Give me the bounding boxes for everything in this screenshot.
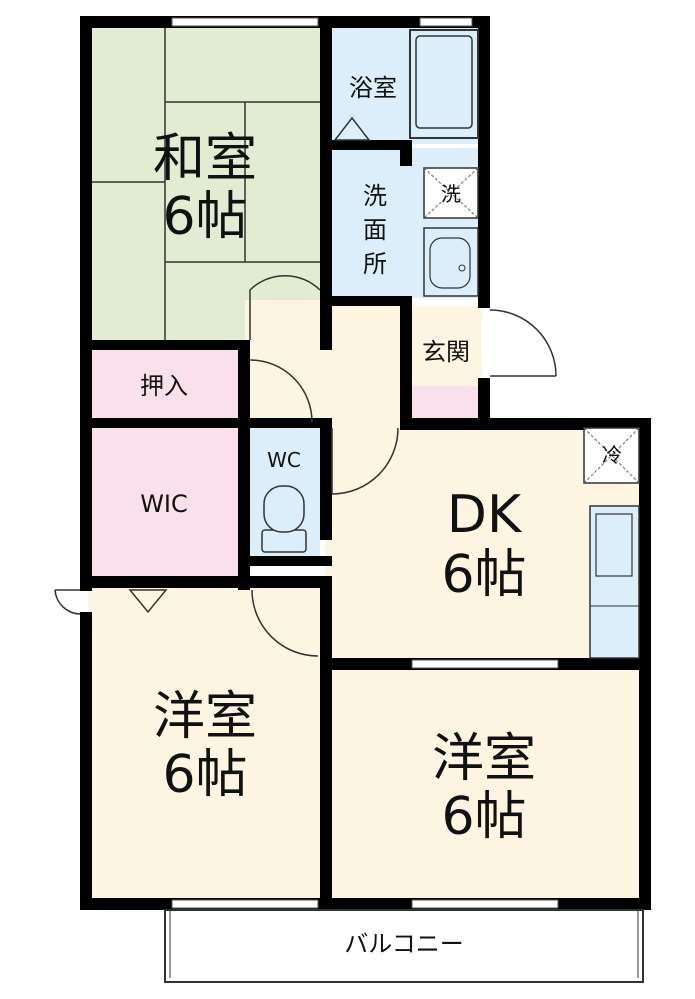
dk-name: DK <box>447 485 523 545</box>
washroom-line3: 所 <box>363 250 387 278</box>
bath-name: 浴室 <box>349 74 397 102</box>
balcony-name: バルコニー <box>344 930 464 958</box>
washroom-line2: 面 <box>363 216 387 244</box>
entrance-step <box>410 386 482 422</box>
youshitsu-right-size: 6帖 <box>441 787 526 847</box>
washer-diag2 <box>423 167 479 219</box>
youshitsu-right-name: 洋室 <box>432 729 536 789</box>
youshitsu-left-size: 6帖 <box>162 745 247 805</box>
sink-basin <box>429 237 471 289</box>
wc-name: WC <box>267 448 301 472</box>
wic-name: WIC <box>140 490 188 518</box>
doors <box>54 274 557 657</box>
youshitsu-left-floor <box>88 584 321 902</box>
wic-floor <box>88 428 238 578</box>
kitchen-counter <box>589 505 640 659</box>
entrance-floor <box>410 306 482 386</box>
youshitsu-left-name: 洋室 <box>153 687 257 747</box>
sink-drain <box>458 264 466 272</box>
windows <box>171 17 559 909</box>
youshitsu-right-floor <box>330 665 643 902</box>
fridge-diag1 <box>583 427 640 484</box>
fridge-diag2 <box>583 427 640 484</box>
closet-name: 押入 <box>140 372 188 400</box>
closet-floor <box>88 344 238 422</box>
entrance-name: 玄関 <box>422 338 470 366</box>
toilet-bowl <box>263 485 305 533</box>
tatami-lines <box>88 24 325 344</box>
balcony-outline <box>164 909 644 983</box>
youshitsu-door-mark <box>128 589 168 614</box>
fridge-mark: 冷 <box>602 443 622 467</box>
washitsu-size: 6帖 <box>162 187 247 247</box>
bathtub-inner <box>415 35 473 129</box>
washer-mark: 洗 <box>441 182 461 206</box>
washroom-line1: 洗 <box>363 182 387 210</box>
toilet-tank <box>261 529 307 553</box>
bathtub <box>409 29 479 139</box>
kitchen-sink <box>595 513 633 577</box>
washitsu-floor <box>88 24 325 344</box>
dk-size: 6帖 <box>441 545 526 605</box>
washitsu-name: 和室 <box>153 129 257 189</box>
bath-door-mark <box>333 116 371 141</box>
